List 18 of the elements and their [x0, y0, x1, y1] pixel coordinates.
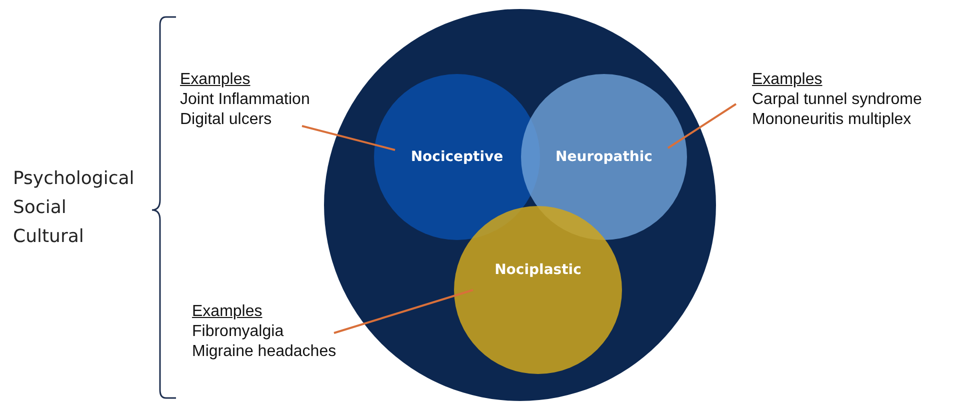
example-item: Migraine headaches	[192, 342, 336, 362]
circle-label: Neuropathic	[556, 149, 652, 165]
example-item: Carpal tunnel syndrome	[752, 90, 922, 110]
examples-heading: Examples	[752, 70, 824, 90]
leader-line	[334, 289, 474, 334]
example-item: Joint Inflammation	[180, 90, 310, 110]
leader-line	[302, 125, 396, 151]
circle-label: Nociceptive	[410, 149, 504, 165]
examples-heading: Examples	[192, 302, 264, 322]
factor-label: Social	[13, 196, 68, 220]
example-item: Mononeuritis multiplex	[752, 110, 912, 130]
leader-line	[667, 103, 737, 149]
examples-heading: Examples	[180, 70, 252, 90]
example-item: Digital ulcers	[180, 110, 273, 130]
circle-label: Nociplastic	[494, 262, 582, 278]
factor-label: Cultural	[13, 225, 85, 249]
example-item: Fibromyalgia	[192, 322, 285, 342]
factor-label: Psychological	[13, 167, 134, 191]
